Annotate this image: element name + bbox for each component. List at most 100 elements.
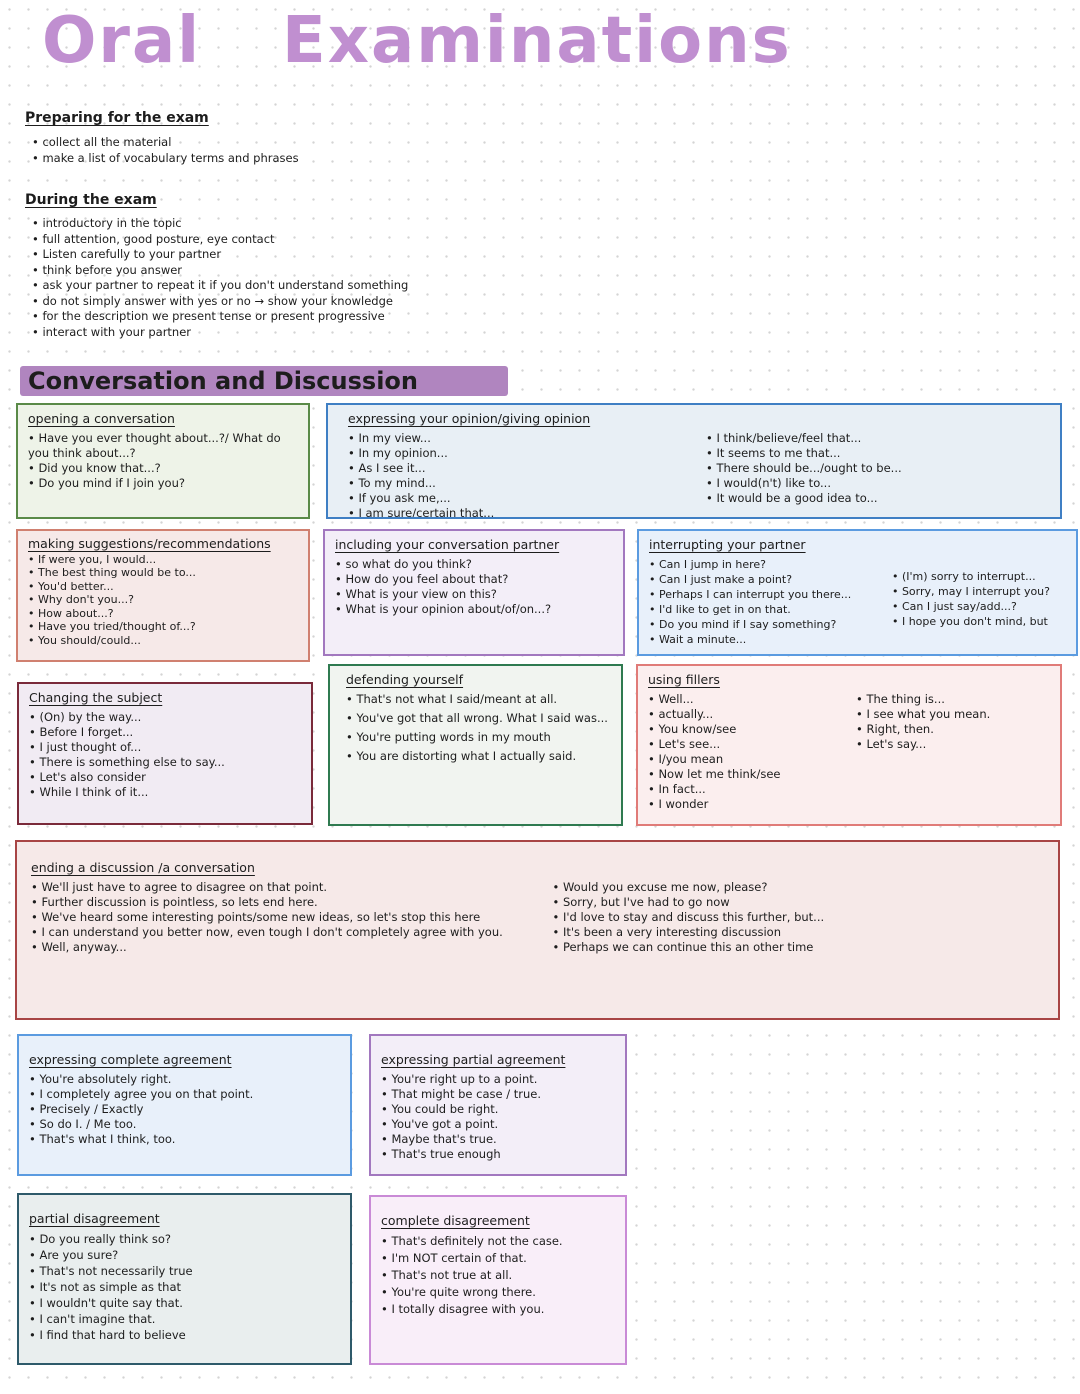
list-item: Listen carefully to your partner: [32, 247, 408, 263]
list-item: What is your opinion about/of/on...?: [335, 602, 613, 617]
list-item: That's not what I said/meant at all.: [346, 692, 611, 707]
title-word-oral: Oral: [42, 4, 202, 78]
list-item: The thing is...: [856, 692, 1050, 707]
expressing-opinion-box: expressing your opinion/giving opinion I…: [326, 403, 1062, 519]
list-item: You've got a point.: [381, 1117, 615, 1132]
suggestions-box: making suggestions/recommendations If we…: [16, 529, 310, 662]
list-item: Maybe that's true.: [381, 1132, 615, 1147]
list-item: You're right up to a point.: [381, 1072, 615, 1087]
box-title: complete disagreement: [381, 1213, 530, 1228]
box-title: ending a discussion /a conversation: [31, 860, 255, 875]
list-item: Let's see...: [648, 737, 842, 752]
list-item: We'll just have to agree to disagree on …: [31, 880, 523, 895]
during-list: introductory in the topic full attention…: [32, 216, 408, 340]
partial-agreement-box: expressing partial agreement You're righ…: [369, 1034, 627, 1176]
list-item: It would be a good idea to...: [706, 491, 1050, 506]
list-item: I see what you mean.: [856, 707, 1050, 722]
list-item: To my mind...: [348, 476, 692, 491]
list-item: make a list of vocabulary terms and phra…: [32, 151, 298, 167]
list-item: Further discussion is pointless, so lets…: [31, 895, 523, 910]
list-item: do not simply answer with yes or no → sh…: [32, 294, 408, 310]
preparing-list: collect all the material make a list of …: [32, 135, 298, 167]
box-title: expressing your opinion/giving opinion: [348, 411, 591, 426]
list-item: Before I forget...: [29, 725, 301, 740]
list-item: think before you answer: [32, 263, 408, 279]
list-item: That's definitely not the case.: [381, 1233, 615, 1250]
box-title: interrupting your partner: [649, 537, 806, 552]
list-item: Let's say...: [856, 737, 1050, 752]
list-item: I just thought of...: [29, 740, 301, 755]
list-item: In my view...: [348, 431, 692, 446]
list-item: Do you mind if I join you?: [28, 476, 298, 491]
list-item: Can I jump in here?: [649, 557, 884, 572]
list-item: Wait a minute...: [649, 632, 884, 647]
list-item: I wouldn't quite say that.: [29, 1295, 340, 1311]
box-title: including your conversation partner: [335, 537, 560, 552]
list-item: I would(n't) like to...: [706, 476, 1050, 491]
complete-agreement-box: expressing complete agreement You're abs…: [17, 1034, 352, 1176]
list-item: I'd love to stay and discuss this furthe…: [553, 910, 1045, 925]
list-item: I think/believe/feel that...: [706, 431, 1050, 446]
list-item: You're quite wrong there.: [381, 1284, 615, 1301]
list-item: You should/could...: [28, 634, 298, 648]
list-item: Do you really think so?: [29, 1231, 340, 1247]
list-item: In my opinion...: [348, 446, 692, 461]
list-item: full attention, good posture, eye contac…: [32, 232, 408, 248]
list-item: While I think of it...: [29, 785, 301, 800]
preparing-heading: Preparing for the exam: [25, 110, 209, 126]
list-item: It's not as simple as that: [29, 1279, 340, 1295]
list-item: Precisely / Exactly: [29, 1102, 340, 1117]
list-item: Sorry, but I've had to go now: [553, 895, 1045, 910]
partial-disagreement-box: partial disagreement Do you really think…: [17, 1193, 352, 1365]
list-item: so what do you think?: [335, 557, 613, 572]
list-item: That's not necessarily true: [29, 1263, 340, 1279]
list-item: That's true enough: [381, 1147, 615, 1162]
list-item: The best thing would be to...: [28, 566, 298, 580]
list-item: Now let me think/see: [648, 767, 842, 782]
list-item: (I'm) sorry to interrupt...: [892, 569, 1066, 584]
list-item: I completely agree you on that point.: [29, 1087, 340, 1102]
list-item: I'd like to get in on that.: [649, 602, 884, 617]
interrupting-box: interrupting your partner Can I jump in …: [637, 529, 1078, 656]
list-item: You've got that all wrong. What I said w…: [346, 711, 611, 726]
list-item: Let's also consider: [29, 770, 301, 785]
list-item: I wonder: [648, 797, 842, 812]
list-item: If you ask me,...: [348, 491, 692, 506]
list-item: Sorry, may I interrupt you?: [892, 584, 1066, 599]
list-item: So do I. / Me too.: [29, 1117, 340, 1132]
list-item: Have you ever thought about...?/ What do…: [28, 431, 298, 461]
list-item: You could be right.: [381, 1102, 615, 1117]
list-item: interact with your partner: [32, 325, 408, 341]
opening-box: opening a conversation Have you ever tho…: [16, 403, 310, 519]
box-title: opening a conversation: [28, 411, 175, 426]
ending-box: ending a discussion /a conversation We'l…: [15, 840, 1060, 1020]
list-item: That's what I think, too.: [29, 1132, 340, 1147]
list-item: I'm NOT certain of that.: [381, 1250, 615, 1267]
list-item: Perhaps I can interrupt you there...: [649, 587, 884, 602]
list-item: You are distorting what I actually said.: [346, 749, 611, 764]
list-item: Well, anyway...: [31, 940, 523, 955]
list-item: That's not true at all.: [381, 1267, 615, 1284]
box-title: using fillers: [648, 672, 720, 687]
including-partner-box: including your conversation partner so w…: [323, 529, 625, 656]
list-item: That might be case / true.: [381, 1087, 615, 1102]
list-item: I totally disagree with you.: [381, 1301, 615, 1318]
list-item: You know/see: [648, 722, 842, 737]
box-title: making suggestions/recommendations: [28, 536, 271, 551]
list-item: It seems to me that...: [706, 446, 1050, 461]
changing-subject-box: Changing the subject (On) by the way... …: [17, 682, 313, 825]
list-item: I hope you don't mind, but: [892, 614, 1066, 629]
list-item: Right, then.: [856, 722, 1050, 737]
list-item: I can understand you better now, even to…: [31, 925, 523, 940]
list-item: Can I just say/add...?: [892, 599, 1066, 614]
list-item: introductory in the topic: [32, 216, 408, 232]
title-word-examinations: Examinations: [282, 4, 792, 78]
during-heading: During the exam: [25, 192, 157, 208]
conversation-banner: Conversation and Discussion: [20, 366, 508, 396]
complete-disagreement-box: complete disagreement That's definitely …: [369, 1195, 627, 1365]
list-item: I can't imagine that.: [29, 1311, 340, 1327]
list-item: Would you excuse me now, please?: [553, 880, 1045, 895]
list-item: You're putting words in my mouth: [346, 730, 611, 745]
box-title: defending yourself: [346, 672, 464, 687]
list-item: Can I just make a point?: [649, 572, 884, 587]
